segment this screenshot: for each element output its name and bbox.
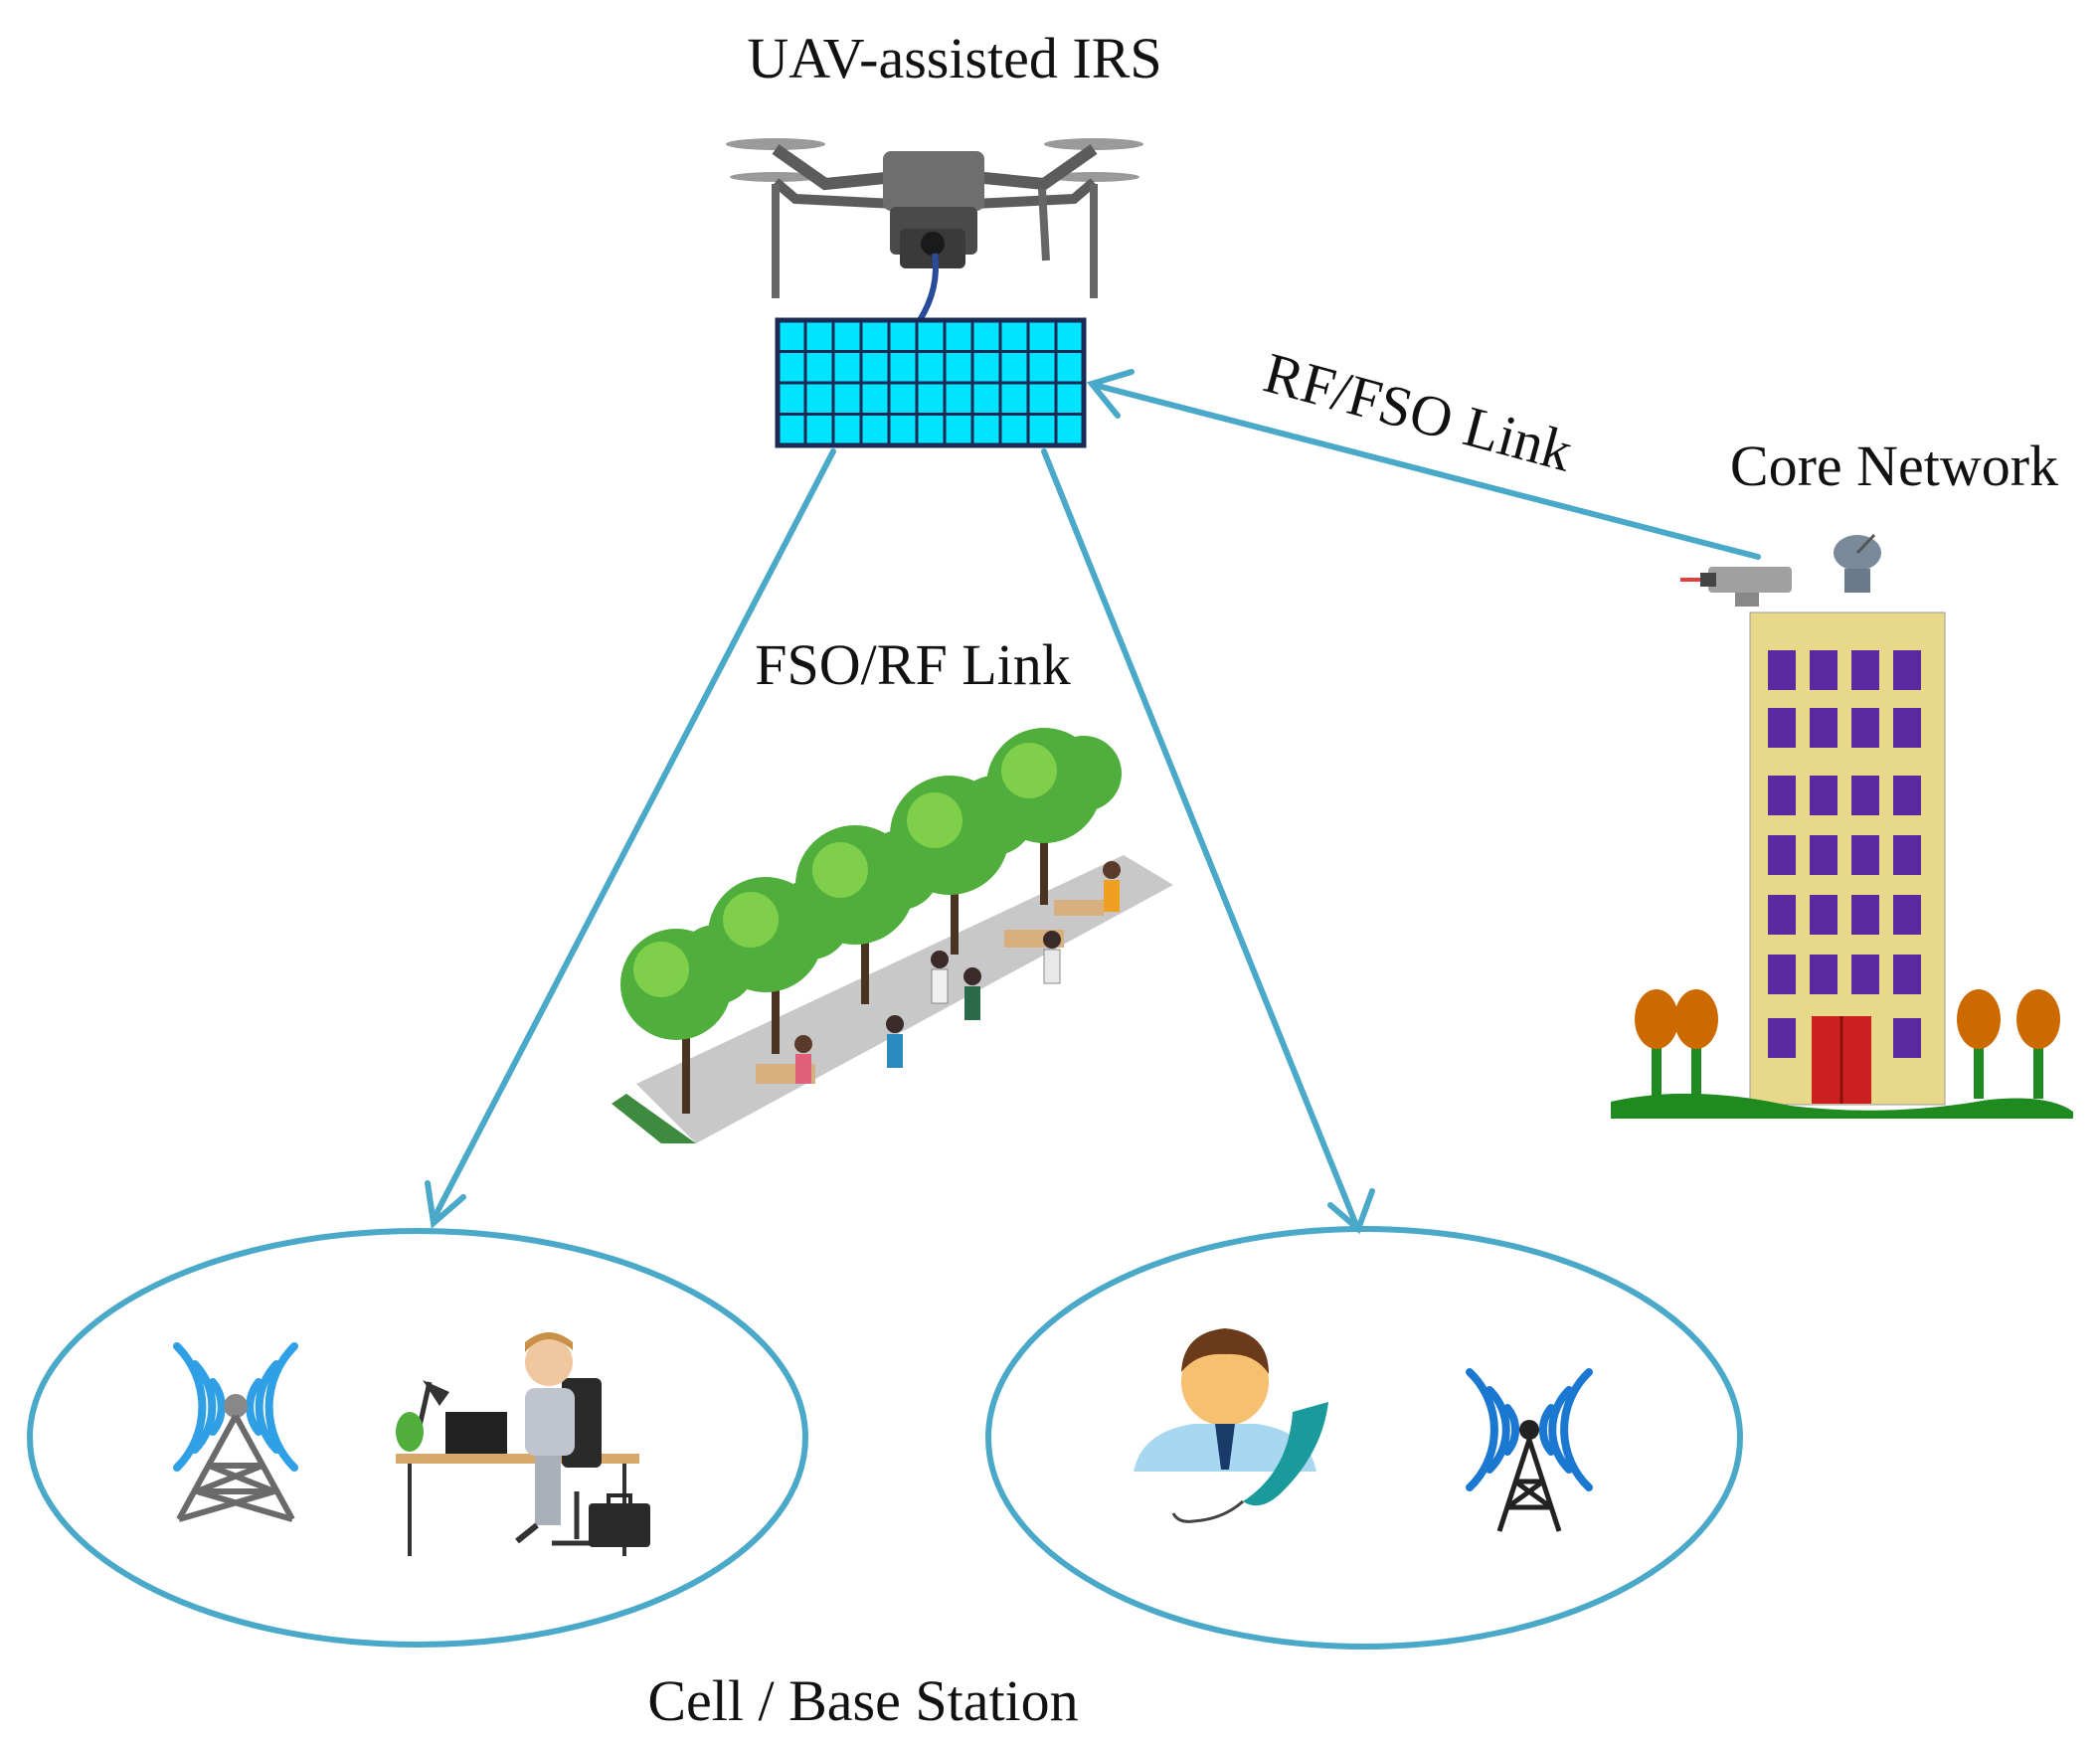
uplink-arrowhead (1086, 369, 1135, 419)
irs-panel-icon (775, 317, 1087, 448)
uav-irs-label: UAV-assisted IRS (747, 26, 1161, 90)
fso-transceiver-icon (1680, 567, 1792, 607)
downlink-left-line (431, 448, 836, 1222)
core-network-label: Core Network (1730, 434, 2058, 498)
cells-label: Cell / Base Station (647, 1668, 1078, 1733)
downlink-label: FSO/RF Link (755, 632, 1071, 697)
drone-icon (726, 138, 1143, 322)
tower-icon (173, 1342, 298, 1522)
links (425, 369, 1761, 1235)
downlink-right-line (1041, 448, 1359, 1228)
tower-icon-right (1466, 1368, 1593, 1532)
downlink-left-arrowhead (425, 1180, 466, 1229)
left-cell (27, 1228, 808, 1648)
uplink-line (1095, 383, 1761, 560)
satellite-dish-icon (1834, 533, 1881, 593)
building-icon (1611, 533, 2073, 1119)
uplink-label: RF/FSO Link (1258, 340, 1580, 484)
phone-user-icon (1134, 1328, 1328, 1523)
park-icon (612, 728, 1173, 1143)
office-worker-icon (396, 1332, 650, 1556)
right-cell (985, 1226, 1743, 1650)
